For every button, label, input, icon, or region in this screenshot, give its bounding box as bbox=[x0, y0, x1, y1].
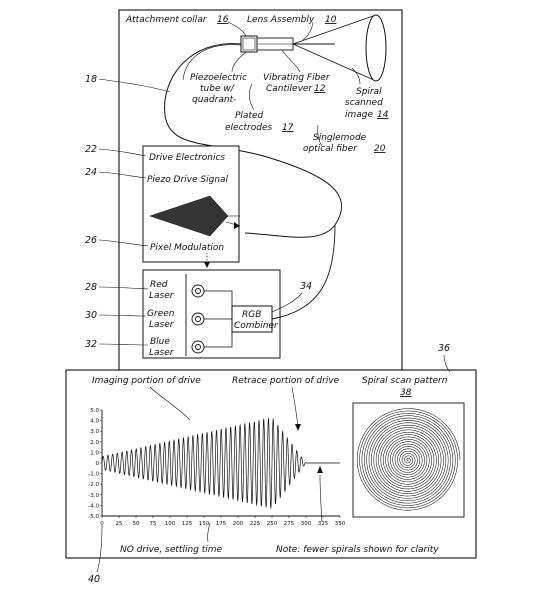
label-imaging-portion: Imaging portion of drive bbox=[92, 376, 201, 386]
rgb-combiner bbox=[231, 305, 273, 333]
attachment-collar bbox=[240, 35, 258, 53]
label-blue-2: Laser bbox=[149, 348, 175, 358]
ref-30: 30 bbox=[85, 310, 97, 321]
x-tick-label: 100 bbox=[165, 521, 176, 527]
y-tick-label: 1.0 bbox=[90, 450, 99, 456]
x-tick-label: 25 bbox=[116, 521, 123, 527]
num-12: 12 bbox=[314, 84, 326, 94]
label-spiral-2: scanned bbox=[345, 98, 383, 108]
label-green-1: Green bbox=[147, 309, 175, 319]
num-17: 17 bbox=[282, 123, 294, 133]
top-leaders bbox=[227, 21, 361, 147]
x-tick-label: 250 bbox=[267, 521, 278, 527]
x-tick-label: 325 bbox=[318, 521, 329, 527]
y-tick-label: 0 bbox=[96, 461, 100, 467]
x-tick-label: 0 bbox=[100, 521, 104, 527]
x-tick-label: 75 bbox=[150, 521, 157, 527]
label-plated-2: electrodes bbox=[225, 123, 273, 133]
num-10: 10 bbox=[325, 15, 337, 25]
label-pixel-modulation: Pixel Modulation bbox=[150, 243, 224, 253]
y-tick-label: 5.0 bbox=[90, 408, 99, 414]
x-tick-label: 200 bbox=[233, 521, 244, 527]
spiral-scanned-image bbox=[365, 14, 387, 82]
ref-34: 34 bbox=[300, 281, 312, 292]
ref-32: 32 bbox=[85, 339, 97, 350]
label-attachment-collar: Attachment collar bbox=[125, 15, 208, 25]
label-piezo-2: tube w/ bbox=[200, 84, 235, 94]
spiral-scan-pattern bbox=[356, 408, 461, 511]
label-rgb: RGB bbox=[242, 310, 261, 320]
label-retrace-portion: Retrace portion of drive bbox=[232, 376, 340, 386]
y-tick-label: -3.0 bbox=[88, 493, 99, 499]
laser-diodes bbox=[191, 284, 205, 354]
x-tick-label: 175 bbox=[216, 521, 227, 527]
singlemode-optical-fiber bbox=[164, 43, 343, 238]
y-tick-label: -5.0 bbox=[88, 514, 99, 520]
lens-assembly bbox=[240, 14, 387, 82]
label-plated-1: Plated bbox=[235, 111, 264, 121]
ref-40: 40 bbox=[88, 574, 100, 585]
label-spiral-1: Spiral bbox=[356, 87, 382, 97]
y-tick-label: -1.0 bbox=[88, 472, 99, 478]
x-tick-label: 150 bbox=[199, 521, 210, 527]
ref-26: 26 bbox=[85, 235, 97, 246]
x-tick-label: 125 bbox=[182, 521, 193, 527]
y-tick-label: 4.0 bbox=[90, 419, 99, 425]
label-piezo-3: quadrant- bbox=[192, 95, 236, 105]
num-38: 38 bbox=[400, 388, 412, 398]
y-tick-label: -2.0 bbox=[88, 482, 99, 488]
ref-24: 24 bbox=[85, 167, 97, 178]
spiral-scan-box bbox=[352, 402, 465, 518]
label-green-2: Laser bbox=[149, 320, 175, 330]
y-axis-ticks: 5.0 4.0 3.0 2.0 1.0 0 -1.0 -2.0 -3.0 -4.0 -5.0 bbox=[88, 408, 102, 520]
label-fiber-1: Singlemode bbox=[313, 133, 367, 143]
x-tick-label: 300 bbox=[301, 521, 312, 527]
y-tick-label: 2.0 bbox=[90, 440, 99, 446]
label-piezo-1: Piezoelectric bbox=[190, 73, 247, 83]
x-axis-ticks: 0 25 50 75 100 125 150 175 200 225 250 275 300 325 350 bbox=[100, 516, 346, 527]
drive-signal-plot: 5.0 4.0 3.0 2.0 1.0 0 -1.0 -2.0 -3.0 -4.0 -5.0 0 25… bbox=[88, 408, 345, 527]
label-note: Note: fewer spirals shown for clarity bbox=[276, 545, 439, 555]
label-red-1: Red bbox=[150, 280, 168, 290]
label-spiral-3: image bbox=[345, 110, 373, 120]
ref-36: 36 bbox=[438, 343, 450, 354]
num-20: 20 bbox=[374, 144, 386, 154]
x-tick-label: 50 bbox=[133, 521, 140, 527]
y-tick-label: -4.0 bbox=[88, 503, 99, 509]
label-no-drive: NO drive, settling time bbox=[120, 545, 223, 555]
label-combiner: Combiner bbox=[234, 321, 279, 331]
label-red-2: Laser bbox=[149, 291, 175, 301]
label-drive-electronics: Drive Electronics bbox=[149, 153, 225, 163]
label-vibrating-2: Cantilever bbox=[266, 84, 313, 94]
label-piezo-drive-signal: Piezo Drive Signal bbox=[147, 175, 229, 185]
y-tick-label: 3.0 bbox=[90, 429, 99, 435]
label-blue-1: Blue bbox=[150, 337, 170, 347]
num-16: 16 bbox=[217, 15, 229, 25]
num-14: 14 bbox=[377, 110, 389, 120]
label-lens-assembly: Lens Assembly bbox=[247, 15, 315, 25]
label-vibrating-1: Vibrating Fiber bbox=[263, 73, 331, 83]
x-tick-label: 225 bbox=[250, 521, 261, 527]
x-tick-label: 275 bbox=[284, 521, 295, 527]
label-fiber-2: optical fiber bbox=[303, 144, 358, 154]
drive-signal-waveform bbox=[101, 417, 340, 509]
ref-28: 28 bbox=[85, 282, 97, 293]
ref-18: 18 bbox=[85, 74, 97, 85]
ref-22: 22 bbox=[85, 144, 97, 155]
x-tick-label: 350 bbox=[335, 521, 346, 527]
label-spiral-scan-pattern: Spiral scan pattern bbox=[362, 376, 448, 386]
